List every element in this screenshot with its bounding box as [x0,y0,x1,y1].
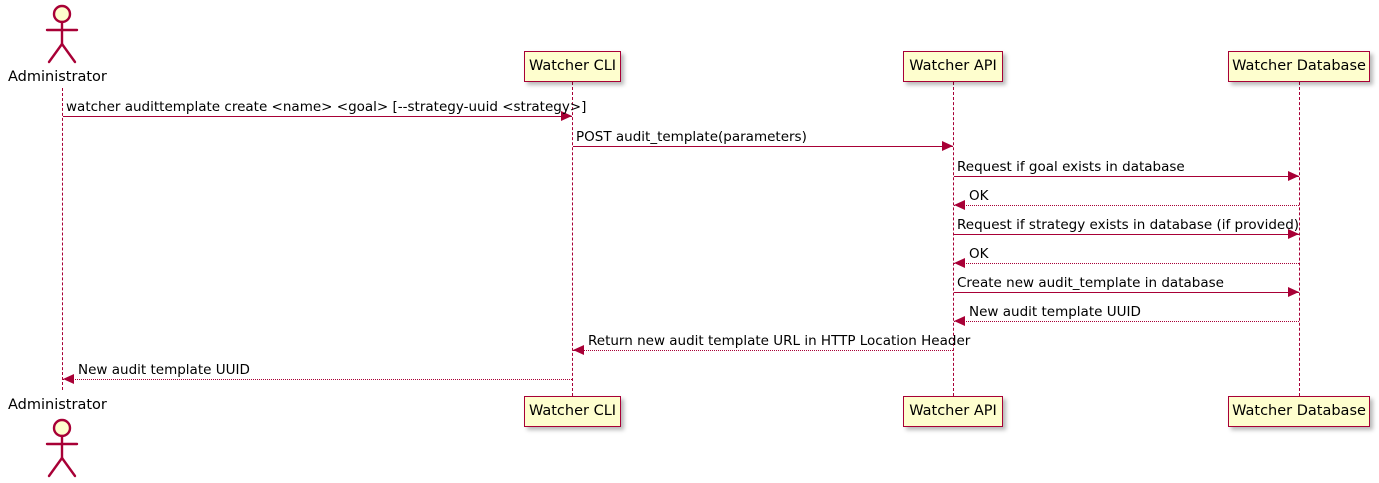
message-label-5: Request if strategy exists in database (… [957,217,1300,233]
actor-icon [37,418,87,478]
message-line-3 [954,176,1299,177]
participant-box-watcher-api-top[interactable]: Watcher API [903,51,1003,82]
message-arrowhead-9 [573,345,584,355]
message-label-4: OK [969,188,989,204]
message-line-7 [954,292,1299,293]
participant-label: Watcher API [909,58,997,75]
message-label-1: watcher audittemplate create <name> <goa… [66,99,587,115]
participant-label: Watcher CLI [528,403,617,420]
message-arrowhead-1 [561,111,572,121]
message-line-10 [63,379,572,380]
message-label-8: New audit template UUID [969,304,1141,320]
lifeline-administrator [62,88,63,390]
participant-label: Watcher Database [1232,403,1366,420]
message-line-2 [573,146,953,147]
message-line-8 [954,321,1299,322]
administrator-top-label: Administrator [8,69,107,85]
message-arrowhead-3 [1288,171,1299,181]
message-line-6 [954,263,1299,264]
message-line-9 [573,350,953,351]
message-label-10: New audit template UUID [78,362,250,378]
message-arrowhead-2 [942,141,953,151]
participant-label: Watcher Database [1232,58,1366,75]
message-label-6: OK [969,246,989,262]
message-arrowhead-7 [1288,287,1299,297]
message-arrowhead-5 [1288,229,1299,239]
message-line-4 [954,205,1299,206]
lifeline-watcher-cli [572,82,573,396]
message-label-9: Return new audit template URL in HTTP Lo… [588,333,971,349]
message-arrowhead-4 [954,200,965,210]
lifeline-watcher-api [953,82,954,396]
message-line-5 [954,234,1299,235]
actor-icon [37,4,87,64]
participant-label: Watcher CLI [528,58,617,75]
message-label-3: Request if goal exists in database [957,159,1185,175]
message-arrowhead-10 [63,374,74,384]
message-arrowhead-8 [954,316,965,326]
administrator-bottom-label: Administrator [8,397,107,413]
participant-box-watcher-cli-bottom[interactable]: Watcher CLI [524,396,621,427]
participant-box-watcher-api-bottom[interactable]: Watcher API [903,396,1003,427]
participant-box-watcher-cli-top[interactable]: Watcher CLI [524,51,621,82]
message-arrowhead-6 [954,258,965,268]
message-label-2: POST audit_template(parameters) [576,129,807,145]
message-line-1 [63,116,572,117]
lifeline-watcher-db [1299,82,1300,396]
participant-box-watcher-db-bottom[interactable]: Watcher Database [1228,396,1370,427]
message-label-7: Create new audit_template in database [957,275,1224,291]
participant-box-watcher-db-top[interactable]: Watcher Database [1228,51,1370,82]
participant-label: Watcher API [909,403,997,420]
